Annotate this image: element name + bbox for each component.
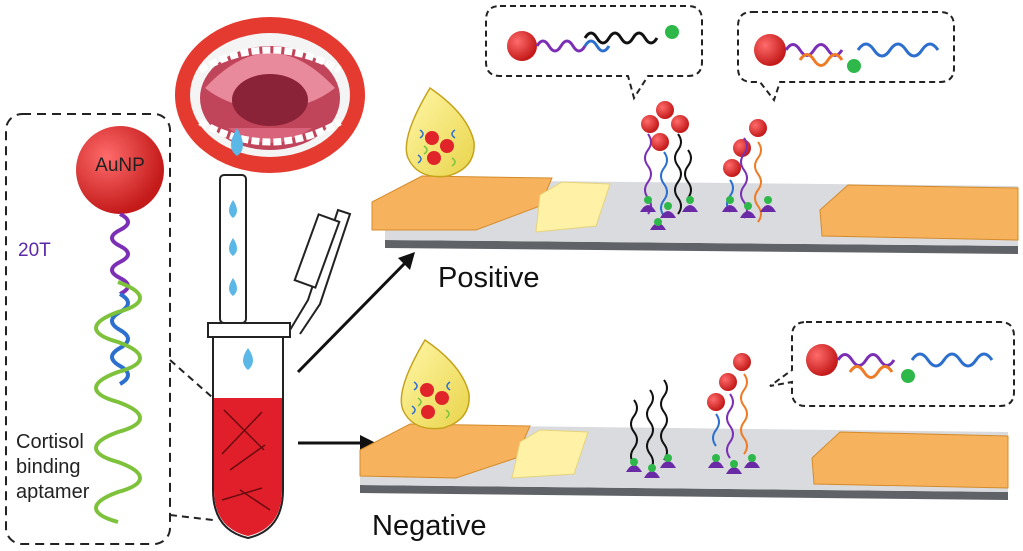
negative-control-line bbox=[707, 353, 760, 474]
positive-test-strip bbox=[371, 175, 1019, 254]
zoom-line-bottom bbox=[169, 514, 214, 521]
positive-absorbent-pad bbox=[819, 184, 1019, 241]
saliva-drop bbox=[231, 128, 243, 156]
positive-control-line bbox=[722, 119, 776, 223]
collection-tube bbox=[207, 174, 352, 540]
aunp-label: AuNP bbox=[95, 155, 145, 176]
callout-control-line-complex-negative bbox=[769, 321, 1015, 407]
aptamer-tail-strand bbox=[93, 280, 143, 524]
aptamer-label-line1: Cortisol bbox=[16, 431, 84, 453]
positive-sample-drop bbox=[405, 86, 475, 178]
positive-test-line bbox=[640, 101, 698, 230]
mouth-icon bbox=[175, 17, 365, 173]
arrow-to-positive-head bbox=[398, 252, 415, 270]
negative-test-line bbox=[626, 379, 676, 478]
negative-label: Negative bbox=[372, 510, 487, 542]
callout-test-line-complex bbox=[485, 5, 703, 101]
spacer-20t-strand bbox=[110, 212, 130, 296]
negative-conjugate-pad bbox=[511, 429, 589, 479]
aptamer-label: Cortisol binding aptamer bbox=[16, 430, 89, 505]
positive-conjugate-pad bbox=[535, 181, 611, 233]
arrow-to-negative-head bbox=[360, 435, 376, 451]
positive-label: Positive bbox=[438, 262, 540, 294]
zoom-line-top bbox=[169, 359, 214, 399]
probe-inset-box bbox=[5, 113, 171, 545]
arrow-to-positive bbox=[296, 256, 412, 374]
aptamer-label-line3: aptamer bbox=[16, 481, 90, 503]
callout-control-line-complex-positive bbox=[737, 11, 955, 103]
negative-test-strip bbox=[359, 423, 1009, 500]
negative-absorbent-pad bbox=[811, 431, 1009, 489]
negative-sample-drop bbox=[400, 338, 470, 430]
aptamer-label-line2: binding bbox=[16, 456, 81, 478]
spacer-20t-label: 20T bbox=[18, 240, 51, 261]
aunp-sphere bbox=[76, 126, 164, 214]
